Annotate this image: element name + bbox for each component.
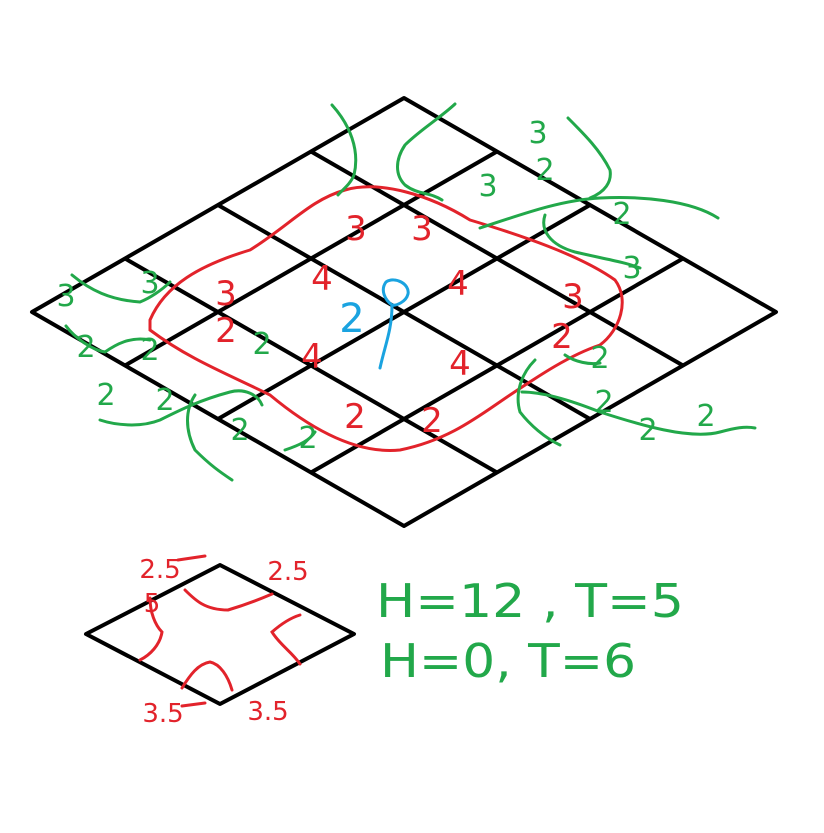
red-curve xyxy=(270,613,302,666)
small-tile-red-curves xyxy=(138,554,302,708)
red-cell-label: 3 xyxy=(215,274,237,314)
red-cell-label: 4 xyxy=(449,344,471,384)
corner-label: 3.5 xyxy=(142,699,183,729)
red-cell-label: 2 xyxy=(344,397,366,437)
red-dash xyxy=(176,554,207,562)
green-label: 2 xyxy=(155,383,174,418)
red-curve xyxy=(180,660,234,692)
red-curve xyxy=(138,596,164,662)
green-stroke xyxy=(478,196,720,230)
red-cell-label: 2 xyxy=(421,401,443,441)
equations: H=12 , T=5 H=0, T=6 xyxy=(376,574,684,688)
red-cell-label: 2 xyxy=(551,317,573,357)
green-label: 3 xyxy=(56,279,75,314)
green-stroke xyxy=(70,273,172,304)
red-cell-label: 3 xyxy=(345,209,367,249)
green-label: 2 xyxy=(76,330,95,365)
green-label: 2 xyxy=(96,378,115,413)
blue-labels: 2 xyxy=(339,296,364,342)
small-tile-outline xyxy=(84,563,356,706)
corner-label: 3.5 xyxy=(247,697,288,727)
green-stroke xyxy=(566,116,612,200)
red-cell-label: 4 xyxy=(301,337,323,377)
red-curve xyxy=(183,588,274,612)
green-stroke xyxy=(542,213,642,270)
red-cell-label: 4 xyxy=(447,264,469,304)
corner-label: 2.5 xyxy=(267,557,308,587)
green-label: 3 xyxy=(478,169,497,204)
grid-outline xyxy=(30,96,778,528)
green-label: 2 xyxy=(252,327,271,362)
red-labels: 3 3 3 2 3 2 2 2 4 4 4 4 xyxy=(215,209,584,441)
blue-cell-label: 2 xyxy=(339,296,364,342)
equation-line-1: H=12 , T=5 xyxy=(376,574,684,628)
green-label: 2 xyxy=(535,153,554,188)
green-label: 2 xyxy=(696,399,715,434)
small-tile-labels: 2.5 2.5 3.5 3.5 5 xyxy=(139,555,308,729)
side-label: 5 xyxy=(144,589,161,619)
green-label: 2 xyxy=(140,333,159,368)
red-region-loop xyxy=(148,185,624,452)
red-cell-label: 4 xyxy=(311,259,333,299)
green-label: 3 xyxy=(622,251,641,286)
green-stroke xyxy=(520,390,757,436)
grid-line xyxy=(124,256,498,475)
red-dash xyxy=(180,701,207,708)
green-label: 2 xyxy=(612,197,631,232)
green-stroke xyxy=(563,353,602,366)
green-labels: 3 2 3 2 3 3 3 2 2 2 2 2 2 2 2 2 2 2 xyxy=(56,116,715,456)
isometric-grid xyxy=(30,96,778,528)
green-stroke xyxy=(516,358,562,447)
green-label: 2 xyxy=(230,413,249,448)
corner-label: 2.5 xyxy=(139,555,180,585)
red-cell-label: 2 xyxy=(215,311,237,351)
green-label: 2 xyxy=(298,421,317,456)
green-stroke xyxy=(396,102,457,202)
green-label: 3 xyxy=(528,116,547,151)
green-stroke xyxy=(330,103,358,197)
green-label: 3 xyxy=(140,266,159,301)
green-label: 2 xyxy=(638,413,657,448)
red-cell-label: 3 xyxy=(411,209,433,249)
green-label: 2 xyxy=(594,385,613,420)
equation-line-2: H=0, T=6 xyxy=(380,634,636,688)
green-stroke xyxy=(283,430,317,452)
small-tile: 2.5 2.5 3.5 3.5 5 xyxy=(84,554,356,729)
blue-mark xyxy=(378,278,410,370)
green-stroke xyxy=(64,324,152,354)
red-cell-label: 3 xyxy=(562,277,584,317)
green-stroke xyxy=(186,393,234,482)
green-label: 2 xyxy=(590,341,609,376)
green-strokes xyxy=(64,102,757,482)
